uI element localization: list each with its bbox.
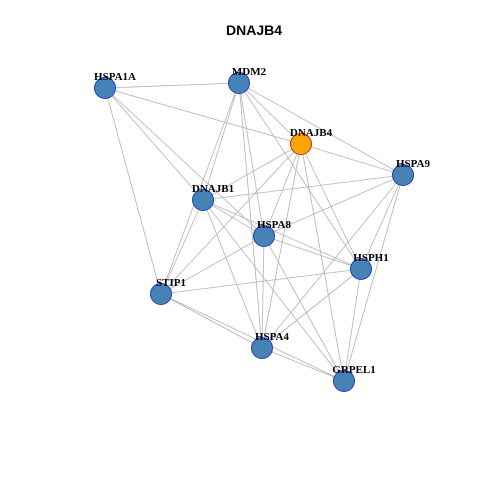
edge-hspa1a-dnajb4 <box>104 87 302 145</box>
graph-title: DNAJB4 <box>226 22 282 38</box>
edge-hspa8-hspa4 <box>261 235 265 349</box>
edge-hsph1-grpel1 <box>343 268 362 382</box>
node-label-hspa1a: HSPA1A <box>94 71 136 83</box>
edge-mdm2-stip1 <box>160 82 240 295</box>
node-label-mdm2: MDM2 <box>232 66 267 78</box>
edge-mdm2-hspa4 <box>238 82 263 349</box>
edge-dnajb4-hspa4 <box>261 143 302 349</box>
node-label-dnajb1: DNAJB1 <box>192 183 234 195</box>
edge-hspa8-hsph1 <box>263 235 362 270</box>
node-label-hspa4: HSPA4 <box>255 331 290 343</box>
edge-hspa9-hspa8 <box>263 174 404 237</box>
edge-hspa9-hsph1 <box>360 174 404 270</box>
edge-mdm2-hspa8 <box>238 82 265 237</box>
edge-hspa4-grpel1 <box>261 347 345 382</box>
node-label-hsph1: HSPH1 <box>353 252 388 264</box>
edge-mdm2-dnajb4 <box>238 82 302 145</box>
edge-dnajb4-dnajb1 <box>202 143 302 201</box>
node-hspa4 <box>251 337 273 359</box>
edge-hspa8-grpel1 <box>263 235 345 382</box>
node-stip1 <box>150 283 172 305</box>
node-mdm2 <box>228 72 250 94</box>
node-dnajb1 <box>192 189 214 211</box>
node-label-hspa8: HSPA8 <box>257 219 292 231</box>
edge-hspa9-grpel1 <box>343 174 404 382</box>
edge-hspa1a-mdm2 <box>104 82 240 89</box>
node-hsph1 <box>350 258 372 280</box>
edge-hsph1-stip1 <box>160 268 362 295</box>
node-hspa9 <box>392 164 414 186</box>
edge-dnajb4-hspa9 <box>300 143 404 176</box>
edge-layer <box>104 82 404 382</box>
edge-stip1-grpel1 <box>160 293 345 382</box>
edge-hspa9-hspa4 <box>261 174 404 349</box>
node-hspa8 <box>253 225 275 247</box>
label-layer: HSPA1A MDM2DNAJB4HSPA9DNAJB1HSPA8HSPH1STI… <box>94 66 430 376</box>
edge-mdm2-dnajb1 <box>202 82 240 201</box>
edge-dnajb1-grpel1 <box>202 199 345 382</box>
edge-hspa9-dnajb1 <box>202 174 404 201</box>
node-label-grpel1: GRPEL1 <box>332 364 375 376</box>
edge-hspa1a-hspa8 <box>104 87 265 237</box>
edge-dnajb1-hspa8 <box>202 199 265 237</box>
edge-hspa1a-dnajb1 <box>104 87 204 201</box>
node-label-dnajb4: DNAJB4 <box>290 127 333 139</box>
edge-dnajb1-stip1 <box>160 199 204 295</box>
node-layer <box>94 72 414 392</box>
edge-hspa8-stip1 <box>160 235 265 295</box>
edge-dnajb4-grpel1 <box>300 143 345 382</box>
edge-mdm2-hsph1 <box>238 82 362 270</box>
edge-dnajb4-stip1 <box>160 143 302 295</box>
edge-hspa1a-stip1 <box>104 87 162 295</box>
node-label-stip1: STIP1 <box>156 277 186 289</box>
edge-hsph1-hspa4 <box>261 268 362 349</box>
node-label-hspa9: HSPA9 <box>396 158 431 170</box>
edge-stip1-hspa4 <box>160 293 263 349</box>
edge-dnajb1-hsph1 <box>202 199 362 270</box>
edge-mdm2-hspa9 <box>238 82 404 176</box>
node-hspa1a <box>94 77 116 99</box>
edge-dnajb1-hspa4 <box>202 199 263 349</box>
node-grpel1 <box>333 370 355 392</box>
node-dnajb4 <box>290 133 312 155</box>
